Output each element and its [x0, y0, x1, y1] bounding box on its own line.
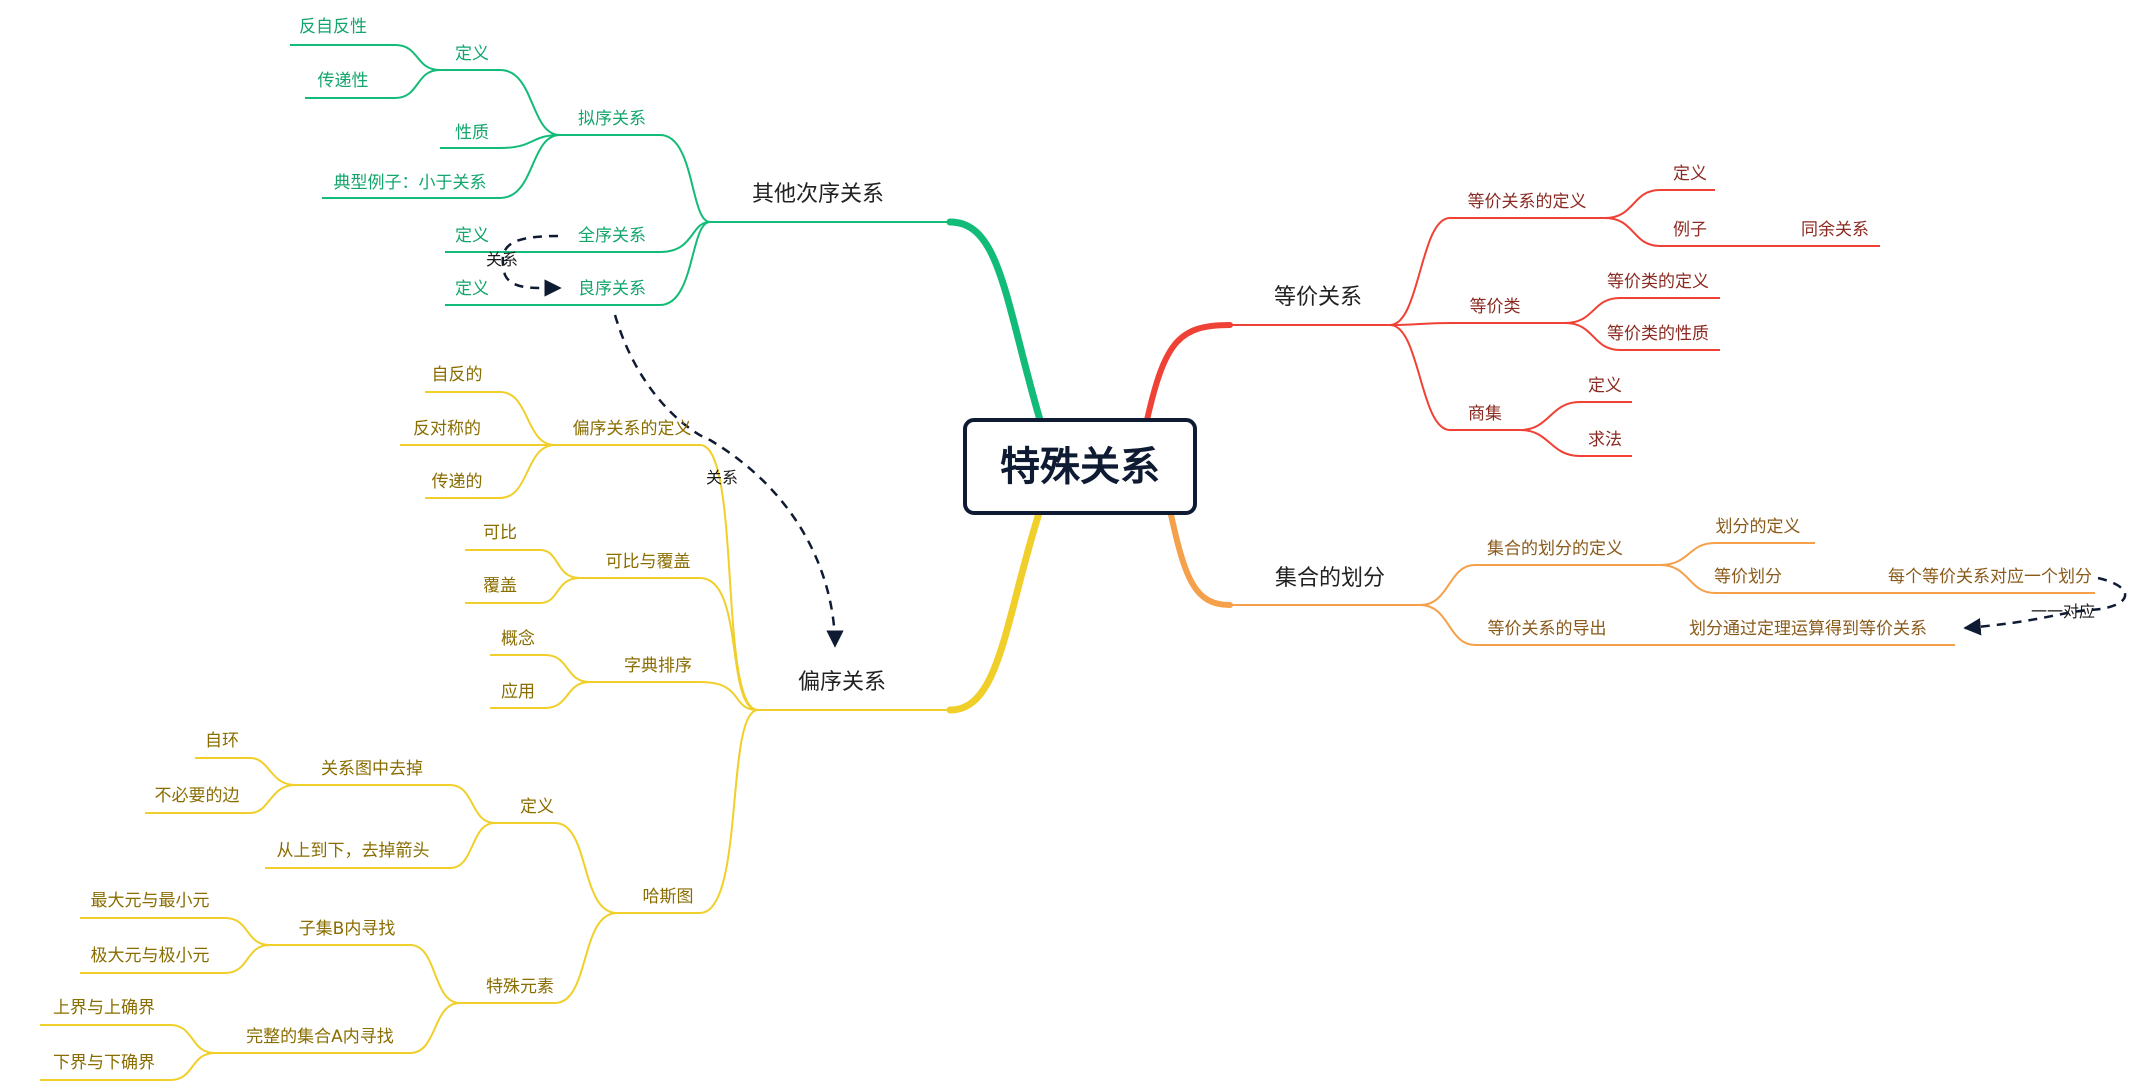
node-partial-reflexive[interactable]: 自反的 — [432, 365, 483, 385]
node-equiv-definition[interactable]: 等价关系的定义 — [1468, 192, 1587, 212]
relation-label-green: 关系 — [486, 250, 518, 269]
node-equiv-def-example[interactable]: 例子 — [1673, 220, 1707, 240]
relation-link-total-well — [501, 234, 562, 297]
branch-other-order-label[interactable]: 其他次序关系 — [752, 182, 884, 207]
node-partial-transitive[interactable]: 传递的 — [432, 472, 483, 492]
node-partition-definition[interactable]: 集合的划分的定义 — [1487, 539, 1623, 559]
node-lower-bound[interactable]: 下界与下确界 — [53, 1053, 155, 1073]
trunk-equivalence — [1144, 322, 1233, 423]
node-total-order[interactable]: 全序关系 — [578, 226, 646, 246]
node-comparable-comparable[interactable]: 可比 — [483, 523, 517, 543]
node-total-order-definition[interactable]: 定义 — [455, 226, 489, 246]
node-comparable-cover[interactable]: 覆盖 — [483, 576, 517, 596]
node-partial-antisymmetric[interactable]: 反对称的 — [413, 419, 481, 439]
node-preorder-definition[interactable]: 定义 — [455, 44, 489, 64]
relation-link-well-partial — [613, 314, 844, 648]
relation-label-orange: 一一对应 — [2031, 602, 2095, 621]
root-node[interactable]: 特殊关系 — [963, 418, 1197, 515]
branch-equivalence-label[interactable]: 等价关系 — [1274, 285, 1362, 310]
node-preorder[interactable]: 拟序关系 — [578, 109, 646, 129]
node-hasse-definition[interactable]: 定义 — [520, 797, 554, 817]
node-equiv-congruence[interactable]: 同余关系 — [1801, 220, 1869, 240]
node-hasse-top-down[interactable]: 从上到下，去掉箭头 — [277, 841, 430, 861]
node-hasse-remove[interactable]: 关系图中去掉 — [321, 759, 423, 779]
branch-partial-order-label[interactable]: 偏序关系 — [798, 670, 886, 695]
trunk-partial-order — [946, 506, 1044, 714]
node-preorder-transitive[interactable]: 传递性 — [318, 71, 369, 91]
node-preorder-property[interactable]: 性质 — [455, 123, 489, 143]
node-lexicographic[interactable]: 字典排序 — [624, 656, 692, 676]
trunk-other-order — [946, 218, 1044, 424]
node-quotient-definition[interactable]: 定义 — [1588, 376, 1622, 396]
node-partition-equivalent[interactable]: 等价划分 — [1714, 567, 1782, 587]
node-special-elements[interactable]: 特殊元素 — [486, 977, 554, 997]
trunk-partition — [1167, 507, 1233, 608]
node-equiv-classes-definition[interactable]: 等价类的定义 — [1607, 272, 1709, 292]
node-lexicographic-concept[interactable]: 概念 — [501, 628, 535, 649]
node-maximal-minimal[interactable]: 极大元与极小元 — [91, 946, 210, 966]
node-well-order[interactable]: 良序关系 — [578, 279, 646, 299]
node-max-min[interactable]: 最大元与最小元 — [91, 891, 210, 911]
node-set-a[interactable]: 完整的集合A内寻找 — [246, 1027, 394, 1047]
node-partition-note[interactable]: 每个等价关系对应一个划分 — [1888, 567, 2092, 587]
node-comparable[interactable]: 可比与覆盖 — [606, 552, 691, 572]
node-partition-derive-note[interactable]: 划分通过定理运算得到等价关系 — [1689, 619, 1927, 639]
node-subset-b[interactable]: 子集B内寻找 — [299, 919, 396, 939]
relation-link-partition — [1963, 576, 2127, 636]
node-preorder-example[interactable]: 典型例子：小于关系 — [334, 173, 487, 193]
node-lexicographic-application[interactable]: 应用 — [501, 682, 535, 702]
node-equiv-def-definition[interactable]: 定义 — [1673, 164, 1707, 184]
node-hasse-self-loop[interactable]: 自环 — [205, 731, 239, 751]
node-equiv-classes-property[interactable]: 等价类的性质 — [1607, 324, 1709, 344]
relation-label-yellow: 关系 — [706, 468, 738, 487]
node-partition-def-definition[interactable]: 划分的定义 — [1716, 517, 1801, 537]
node-equiv-classes[interactable]: 等价类 — [1470, 297, 1521, 317]
node-hasse-unneeded-edges[interactable]: 不必要的边 — [155, 786, 240, 806]
node-well-order-definition[interactable]: 定义 — [455, 279, 489, 299]
node-quotient-method[interactable]: 求法 — [1588, 430, 1622, 450]
root-title: 特殊关系 — [1000, 444, 1160, 490]
branch-partition-label[interactable]: 集合的划分 — [1275, 566, 1385, 591]
node-preorder-reflexive[interactable]: 反自反性 — [299, 17, 367, 37]
node-partial-definition[interactable]: 偏序关系的定义 — [573, 419, 692, 439]
node-quotient[interactable]: 商集 — [1468, 404, 1502, 424]
node-partition-derive[interactable]: 等价关系的导出 — [1488, 619, 1607, 639]
node-hasse[interactable]: 哈斯图 — [643, 887, 694, 907]
node-upper-bound[interactable]: 上界与上确界 — [53, 998, 155, 1018]
